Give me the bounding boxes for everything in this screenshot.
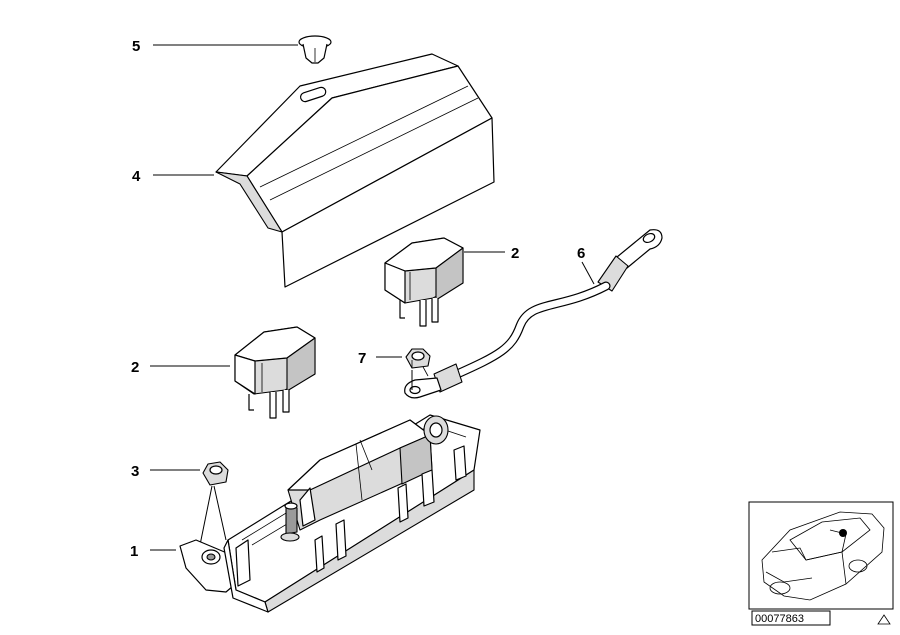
callout-1: 1 xyxy=(130,543,176,560)
triangle-icon xyxy=(877,614,891,625)
callout-4-label: 4 xyxy=(132,168,141,185)
callout-3-label: 3 xyxy=(131,463,139,480)
callout-5-label: 5 xyxy=(132,38,140,55)
document-number: 00077863 xyxy=(755,613,804,625)
part-3-nut xyxy=(202,461,229,486)
callout-7-label: 7 xyxy=(358,350,366,367)
part-3-guide xyxy=(213,485,227,541)
callout-7: 7 xyxy=(358,350,402,367)
callout-6: 6 xyxy=(577,245,595,285)
vehicle-inset: 00077863 xyxy=(748,501,894,626)
inset-frame xyxy=(748,501,894,610)
part-7-nut xyxy=(405,348,431,369)
callout-4: 4 xyxy=(132,168,214,185)
part-4-cover xyxy=(215,53,495,288)
callout-2-upper: 2 xyxy=(464,245,519,262)
callout-2-lower-label: 2 xyxy=(131,359,139,376)
part-2-lower-clip xyxy=(234,326,316,419)
part-2-upper-clip xyxy=(384,237,464,327)
part-3-guide-2 xyxy=(199,485,213,546)
callout-5: 5 xyxy=(132,38,298,55)
callout-2-lower: 2 xyxy=(131,359,230,376)
callout-6-label: 6 xyxy=(577,245,585,262)
callout-1-label: 1 xyxy=(130,543,138,560)
part-5-clip xyxy=(298,35,332,64)
callout-2-upper-label: 2 xyxy=(511,245,519,262)
callout-3: 3 xyxy=(131,463,200,480)
vehicle-outline-icon xyxy=(761,511,885,601)
document-number-box xyxy=(751,610,831,626)
part-1-distribution-block xyxy=(179,414,481,613)
